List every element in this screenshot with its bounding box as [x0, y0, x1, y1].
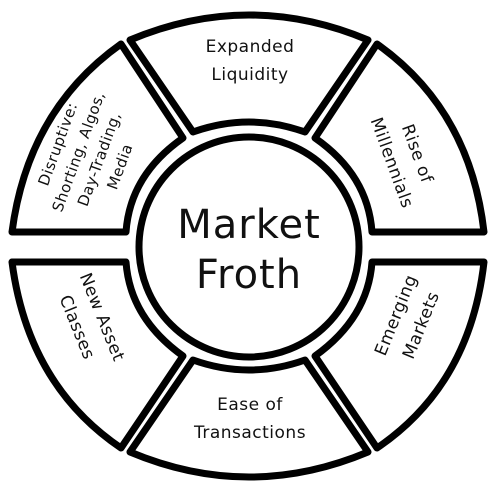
segment-label: Ease of Transactions: [193, 395, 306, 443]
center-hub: Market Froth: [135, 133, 363, 361]
segment-ease-of-transactions: Ease of Transactions: [126, 356, 372, 481]
segment-shape: [311, 40, 488, 236]
center-circle: [135, 133, 363, 361]
segment-label-line: Ease of: [217, 395, 283, 415]
segment-shape: [126, 11, 372, 136]
segment-label-line: Expanded: [206, 37, 295, 57]
segment-label-line: Liquidity: [211, 65, 288, 85]
segment-shape: [311, 258, 488, 452]
center-label-line-1: Market: [177, 202, 321, 248]
segment-shape: [8, 40, 187, 236]
segment-shape: [8, 258, 187, 452]
segment-label-line: Transactions: [193, 423, 306, 443]
segment-disruptive: Disruptive:Shorting, Algos,Day-Trading,M…: [8, 40, 187, 236]
center-label-line-2: Froth: [196, 252, 302, 298]
segment-shape: [126, 356, 372, 481]
